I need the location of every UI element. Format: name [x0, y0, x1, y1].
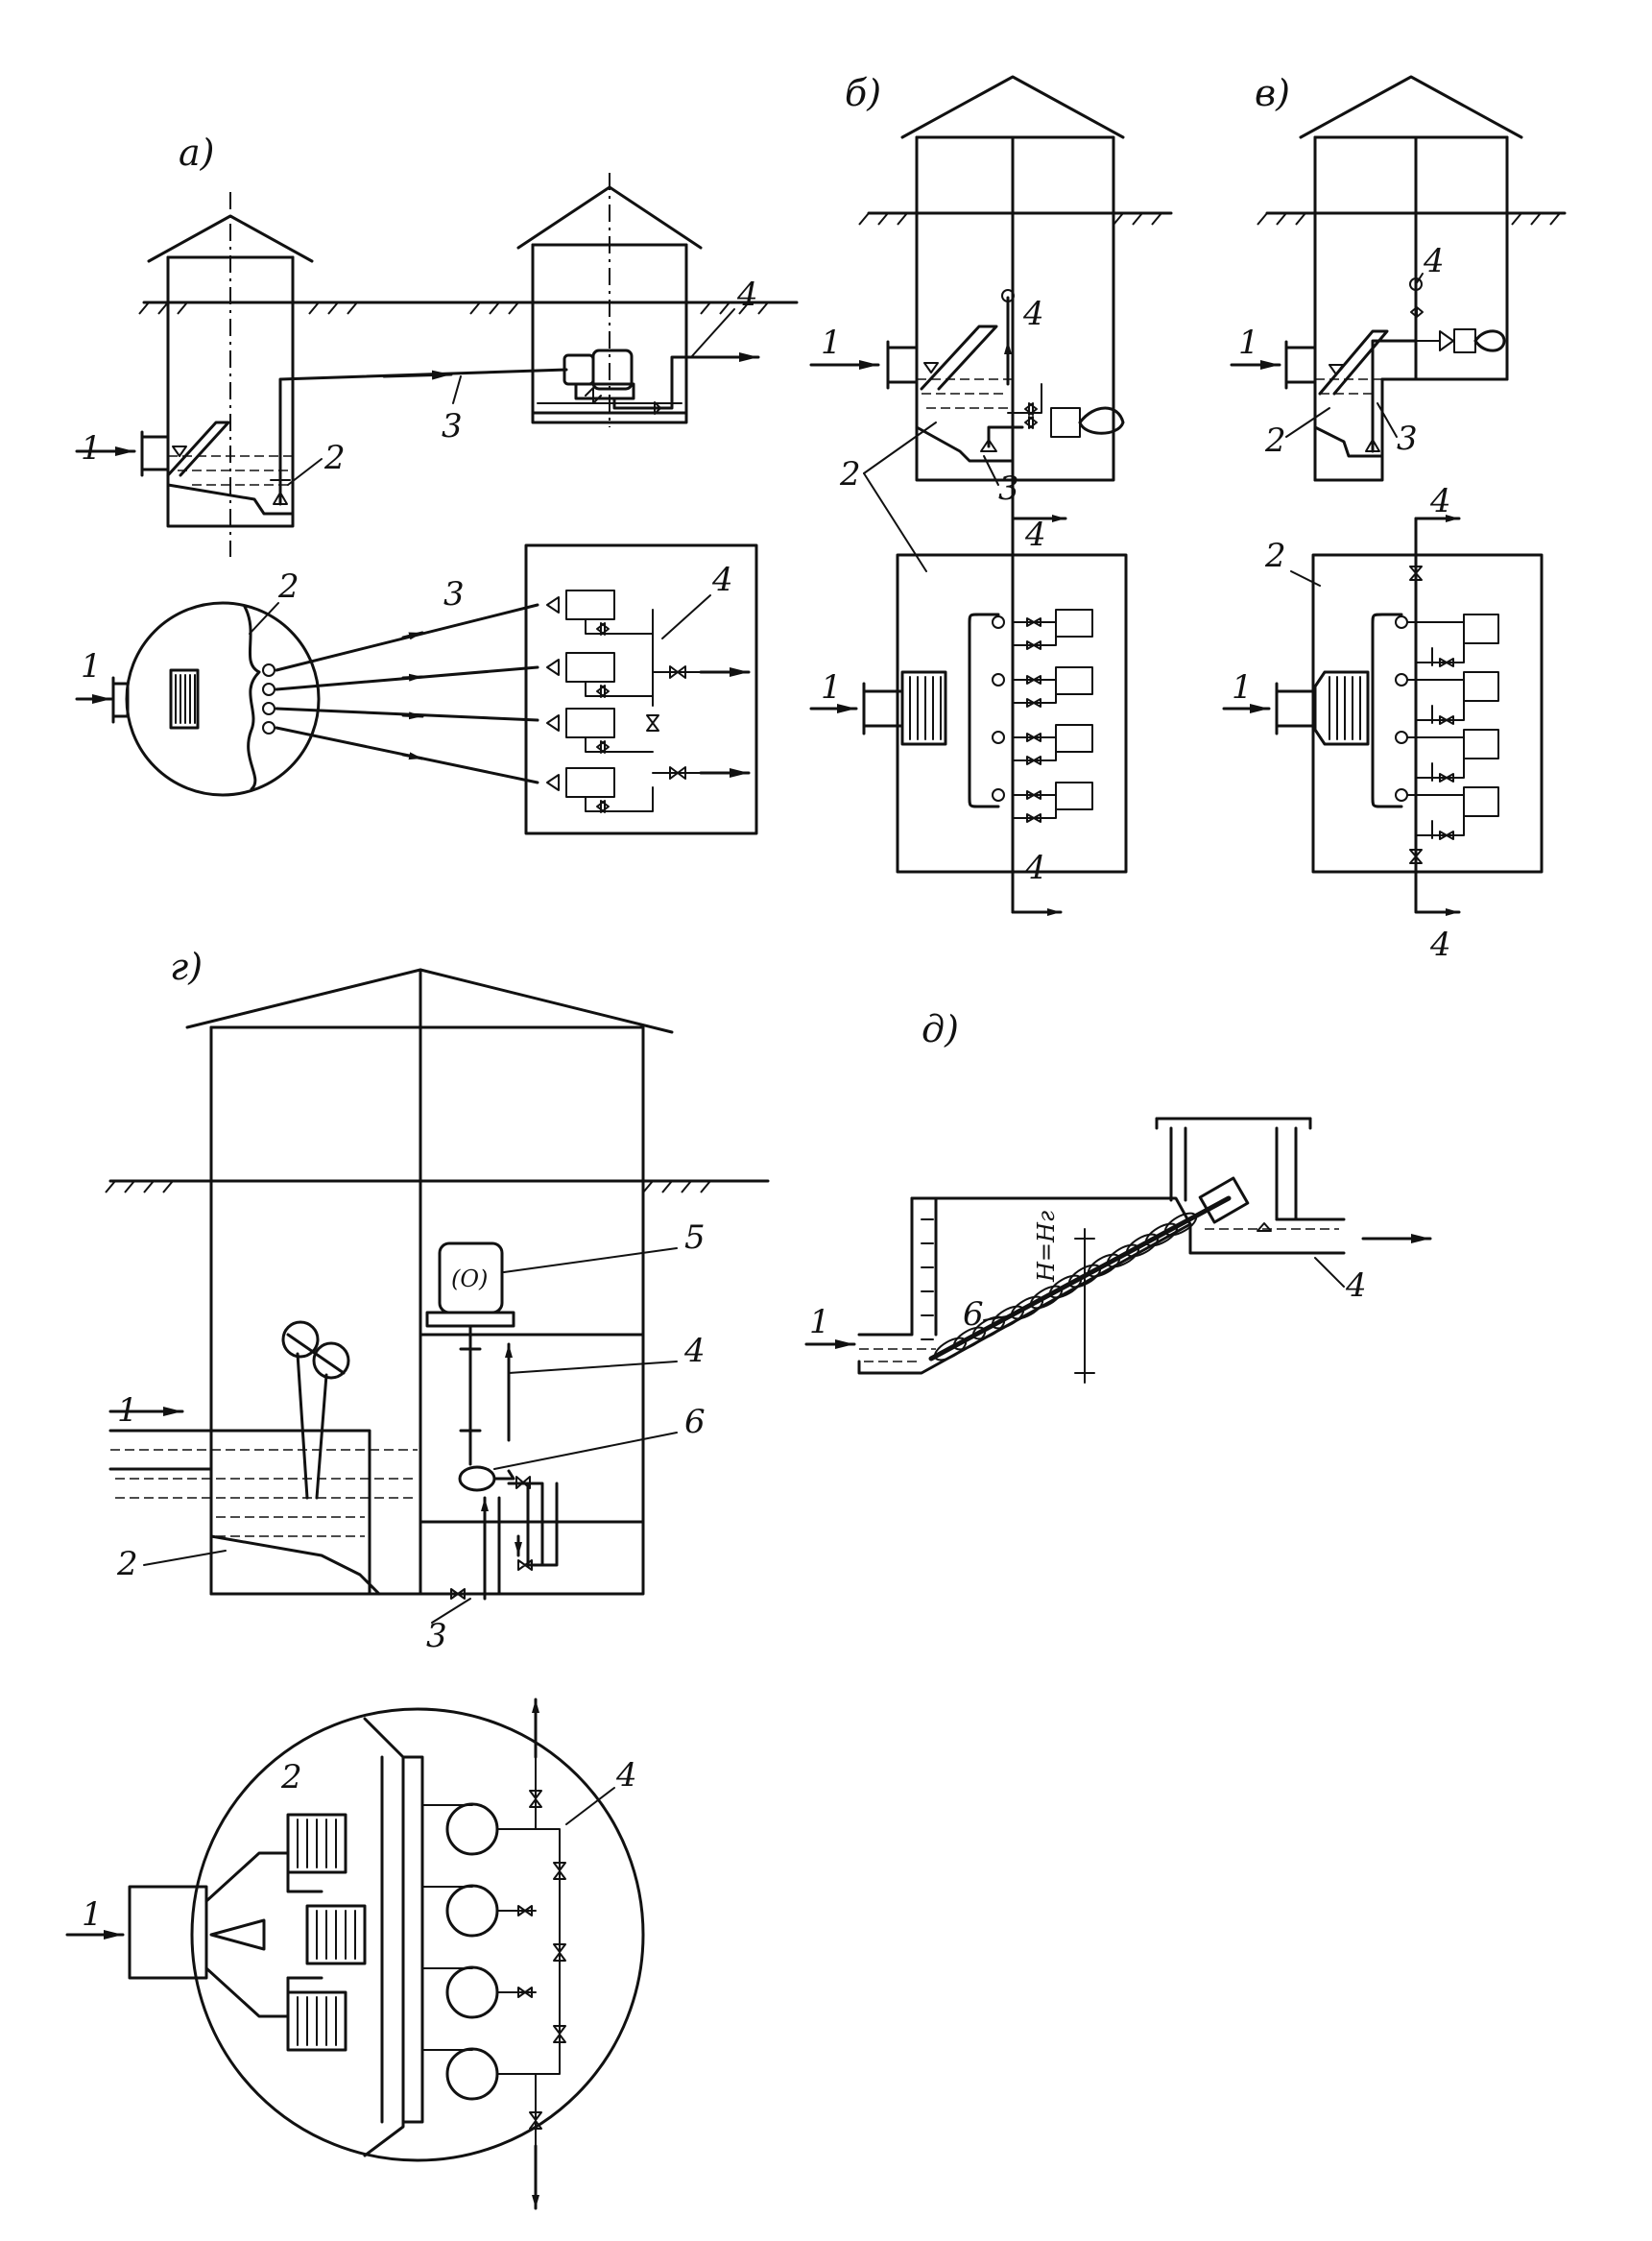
panel-v: в) 4 1 2 3 [1222, 72, 1567, 964]
leader-2-plan [249, 602, 279, 635]
panel-d-label: д) [922, 1008, 959, 1050]
leader-4-g-plan [565, 1787, 615, 1825]
label-4-b-bot: 4 [1024, 849, 1046, 887]
flow-arrow [401, 673, 424, 682]
label-3: 3 [442, 407, 463, 446]
label-6-g: 6 [684, 1403, 706, 1441]
ground-hatch [138, 301, 769, 315]
label-2-b: 2 [839, 455, 861, 494]
panel-g-label: г) [170, 946, 203, 988]
label-3-plan: 3 [443, 575, 465, 614]
leader-4-d [1314, 1257, 1345, 1288]
leader-6-d [983, 1314, 1014, 1321]
panel-d: д) [804, 1008, 1432, 1384]
label-1-b: 1 [821, 324, 842, 362]
pumps-g-plan [445, 1802, 499, 2101]
label-2: 2 [323, 439, 346, 477]
pump-units-v [1395, 614, 1499, 840]
leader-2-b [863, 422, 937, 474]
leader-6-g [493, 1432, 678, 1470]
label-2-v: 2 [1264, 422, 1286, 460]
label-1: 1 [81, 429, 102, 468]
label-2-v-plan: 2 [1264, 537, 1286, 575]
label-2-g-plan: 2 [280, 1758, 302, 1796]
leader-2-v [1285, 407, 1330, 438]
label-4-g: 4 [683, 1332, 706, 1370]
leader-4-plan [661, 594, 711, 639]
intake-plan [111, 601, 321, 797]
pump-station-section [516, 173, 703, 427]
label-4-v-bot: 4 [1429, 926, 1451, 964]
label-3-v: 3 [1397, 420, 1418, 458]
panel-b: б) 1 4 3 2 [809, 72, 1173, 916]
label-4-plan: 4 [711, 561, 733, 599]
intake-well-section [140, 192, 568, 557]
leader-2 [287, 458, 323, 486]
leader-3-b [983, 455, 999, 486]
flow-arrow-suction [382, 370, 453, 380]
leader-2-v-plan [1290, 570, 1321, 587]
leader-4-v [1415, 273, 1424, 285]
label-6-d: 6 [963, 1295, 984, 1334]
panel-v-label: в) [1255, 72, 1290, 114]
label-4-d: 4 [1345, 1266, 1367, 1305]
panel-g: г) (O) [65, 946, 770, 2210]
leader-2-g [143, 1550, 227, 1566]
label-4-v: 4 [1423, 242, 1445, 280]
leader-4-a [690, 308, 735, 358]
label-4-g-plan: 4 [615, 1756, 637, 1795]
label-1-v: 1 [1238, 324, 1259, 362]
label-4-v-top: 4 [1429, 482, 1451, 520]
leader-2-b [863, 472, 927, 572]
label-2-g: 2 [116, 1545, 138, 1583]
panel-a: а) 1 [75, 132, 799, 835]
leader-3-v [1377, 402, 1398, 438]
label-1-plan: 1 [81, 647, 102, 686]
leader-3-g [431, 1598, 471, 1624]
label-2-plan: 2 [277, 567, 299, 606]
label-4-b-top: 4 [1024, 516, 1046, 554]
label-1-d: 1 [809, 1303, 830, 1341]
label-3-b: 3 [998, 470, 1019, 508]
label-4-b: 4 [1022, 295, 1044, 333]
label-4-a: 4 [736, 276, 758, 314]
label-1-v-plan: 1 [1232, 668, 1253, 707]
leader-3 [452, 375, 462, 404]
flow-arrow [401, 752, 424, 760]
pump-house-plan [524, 543, 758, 835]
panel-a-label: а) [179, 132, 214, 174]
motor-symbol: (O) [451, 1265, 488, 1292]
leader-4-g [508, 1361, 678, 1374]
label-5: 5 [684, 1218, 706, 1257]
flow-arrow [401, 631, 424, 640]
screw-flights [933, 1212, 1198, 1361]
flow-arrow [401, 711, 424, 720]
label-3-g: 3 [426, 1617, 447, 1655]
label-1-b-plan: 1 [821, 668, 842, 707]
pump-units-b [992, 609, 1093, 823]
panel-b-label: б) [845, 72, 881, 114]
label-1-g-plan: 1 [82, 1895, 103, 1934]
plan-circle [190, 1707, 645, 2162]
head-label: H=Hг [1033, 1211, 1060, 1283]
leader-5 [503, 1247, 678, 1273]
